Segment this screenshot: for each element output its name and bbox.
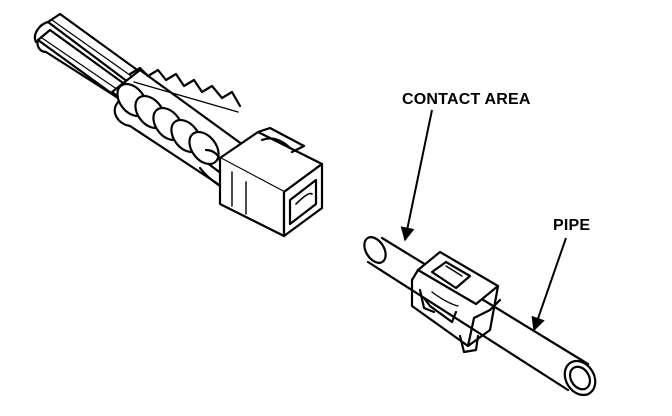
pipe-assembly — [363, 236, 597, 397]
terminal-pin — [33, 12, 324, 238]
contact-area-arrow — [400, 109, 433, 242]
pipe-arrow — [531, 237, 567, 332]
leader-arrows — [400, 109, 567, 332]
pipe-label: PIPE — [553, 217, 591, 234]
contact-area-label: CONTACT AREA — [402, 91, 531, 108]
